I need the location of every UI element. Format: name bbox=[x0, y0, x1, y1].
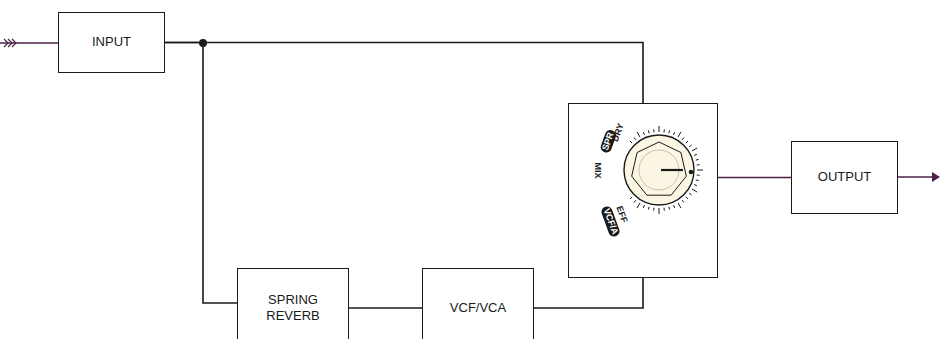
mix-knob-box: DRYSPRMIXEFFVCF/A bbox=[568, 103, 718, 278]
input-jack-symbol bbox=[4, 39, 16, 47]
knob-pointer bbox=[661, 169, 683, 171]
knob-graphic bbox=[567, 102, 717, 277]
output-arrowhead bbox=[932, 172, 940, 182]
output-box: OUTPUT bbox=[791, 141, 898, 214]
vcf-vca-box: VCF/VCA bbox=[422, 268, 534, 339]
signal-wire bbox=[718, 177, 791, 179]
input-box: INPUT bbox=[58, 12, 165, 73]
signal-wire bbox=[165, 43, 237, 304]
signal-wire bbox=[349, 307, 422, 309]
signal-wire bbox=[534, 278, 643, 308]
reverb-box: SPRING REVERB bbox=[237, 268, 349, 339]
output-wire bbox=[898, 176, 934, 178]
knob-cap bbox=[632, 142, 687, 195]
box-label: OUTPUT bbox=[818, 169, 871, 185]
spr-badge: SPR bbox=[599, 129, 617, 154]
box-label: INPUT bbox=[92, 34, 131, 50]
knob-body bbox=[624, 135, 694, 205]
knob-index-dot bbox=[689, 170, 694, 175]
box-label: VCF/VCA bbox=[450, 300, 506, 316]
box-label: SPRING REVERB bbox=[248, 292, 338, 325]
signal-wire bbox=[165, 43, 643, 104]
mix-label: MIX bbox=[593, 162, 602, 178]
